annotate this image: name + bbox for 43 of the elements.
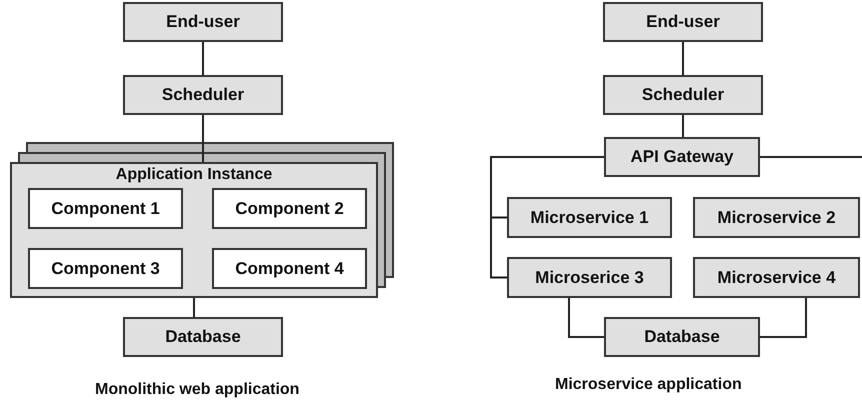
container-title: Application Instance (116, 166, 272, 183)
process-box (693, 197, 860, 238)
process-box (212, 248, 367, 289)
process-box (507, 257, 672, 298)
connector-line (202, 42, 204, 75)
box-label: Microservice 4 (717, 266, 836, 289)
box-label: End-user (166, 11, 240, 34)
process-box (28, 188, 183, 229)
connector-line (682, 115, 684, 137)
process-box (604, 137, 760, 177)
connector-line (682, 42, 684, 75)
box-label: Microservice 1 (530, 206, 649, 229)
box-label: Component 2 (235, 198, 344, 220)
connector-line (568, 298, 604, 338)
process-box (28, 248, 183, 289)
process-box (123, 317, 283, 357)
process-box (507, 197, 672, 238)
diagram-caption: Microservice application (555, 375, 742, 395)
connector-line (202, 115, 204, 162)
box-label: Component 3 (51, 258, 160, 280)
process-box (123, 75, 283, 115)
process-box (693, 257, 860, 298)
process-box (212, 188, 367, 229)
connector-line (760, 298, 807, 338)
box-label: API Gateway (630, 146, 734, 168)
diagram-caption: Monolithic web application (95, 380, 300, 400)
process-box (123, 2, 283, 42)
box-label: Microserice 3 (535, 266, 644, 289)
box-label: Component 4 (235, 258, 344, 280)
box-label: Database (644, 326, 720, 348)
box-label: Component 1 (51, 198, 160, 220)
container-box (10, 162, 378, 298)
connector-line (490, 156, 604, 278)
process-box (604, 317, 760, 357)
box-label: Scheduler (642, 84, 724, 106)
process-box (603, 2, 763, 42)
box-label: Microservice 2 (717, 206, 836, 229)
connector-line (760, 156, 862, 158)
box-label: Database (165, 326, 241, 348)
process-box (603, 75, 763, 115)
box-label: End-user (646, 11, 720, 34)
connector-line (193, 298, 195, 317)
box-label: Scheduler (162, 84, 244, 106)
